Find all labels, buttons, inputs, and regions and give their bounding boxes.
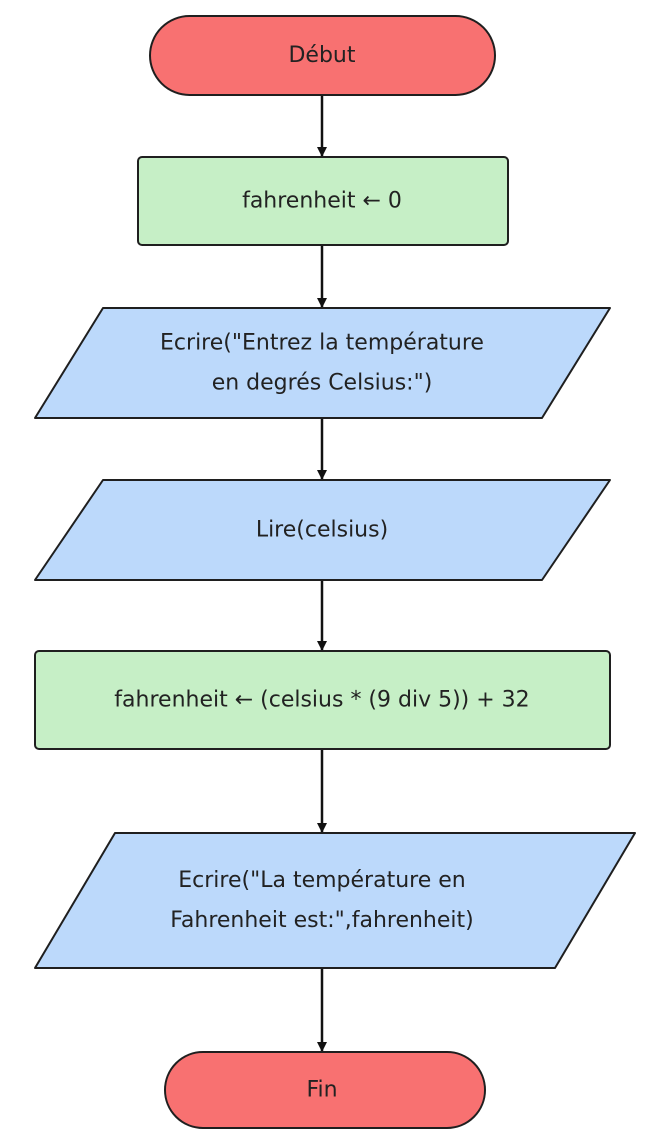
io-shape: [34, 832, 636, 969]
node-compute: fahrenheit ← (celsius * (9 div 5)) + 32: [34, 650, 611, 750]
node-label: en degrés Celsius:"): [212, 371, 433, 396]
process-shape: [34, 650, 611, 750]
node-start: Début: [149, 15, 496, 96]
node-init: fahrenheit ← 0: [137, 156, 509, 246]
nodes-layer: Début fahrenheit ← 0 Ecrire("Entrez la tem…: [34, 15, 636, 1129]
node-label: Fin: [306, 1078, 337, 1103]
node-label: fahrenheit ← 0: [242, 189, 402, 214]
node-output: Ecrire("La température en Fahrenheit est:…: [34, 832, 636, 969]
node-label: Début: [288, 43, 355, 68]
node-label: Ecrire("Entrez la température: [160, 331, 484, 356]
node-label: Ecrire("La température en: [178, 868, 465, 893]
node-label: fahrenheit ← (celsius * (9 div 5)) + 32: [114, 688, 529, 713]
node-end: Fin: [164, 1051, 486, 1129]
node-label: Lire(celsius): [256, 518, 388, 543]
process-shape: [137, 156, 509, 246]
node-label: Fahrenheit est:",fahrenheit): [170, 908, 473, 933]
terminal-shape: [149, 15, 496, 96]
io-shape: [34, 307, 611, 419]
node-read: Lire(celsius): [34, 479, 611, 581]
node-prompt: Ecrire("Entrez la température en degrés C…: [34, 307, 611, 419]
io-shape: [34, 479, 611, 581]
terminal-shape: [164, 1051, 486, 1129]
